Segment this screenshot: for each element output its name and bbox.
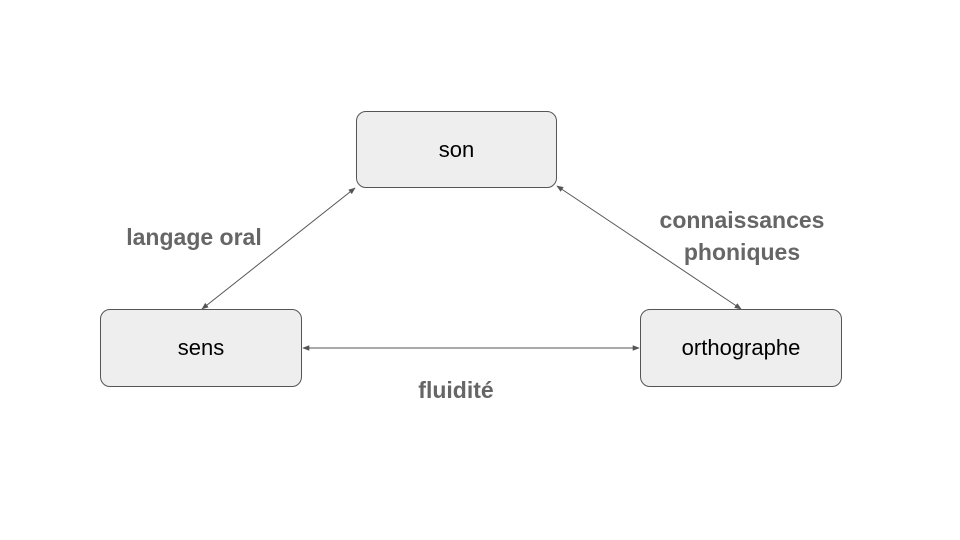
edge-label-connaissances-phoniques: connaissances phoniques [640,204,844,268]
node-sens-label: sens [177,335,225,360]
node-sens: sens [100,309,302,387]
edge-label-line-2: phoniques [683,239,801,265]
node-son: son [356,111,557,188]
edge-son-sens [201,187,356,310]
node-orthographe: orthographe [640,309,842,387]
edge-label-fluidite: fluidité [418,377,494,403]
node-son-label: son [438,136,475,162]
edge-son-orthographe [556,185,742,310]
node-orthographe-label: orthographe [681,335,801,360]
edge-label-line-1: connaissances [659,207,825,233]
edge-label-langage-oral: langage oral [126,224,262,250]
